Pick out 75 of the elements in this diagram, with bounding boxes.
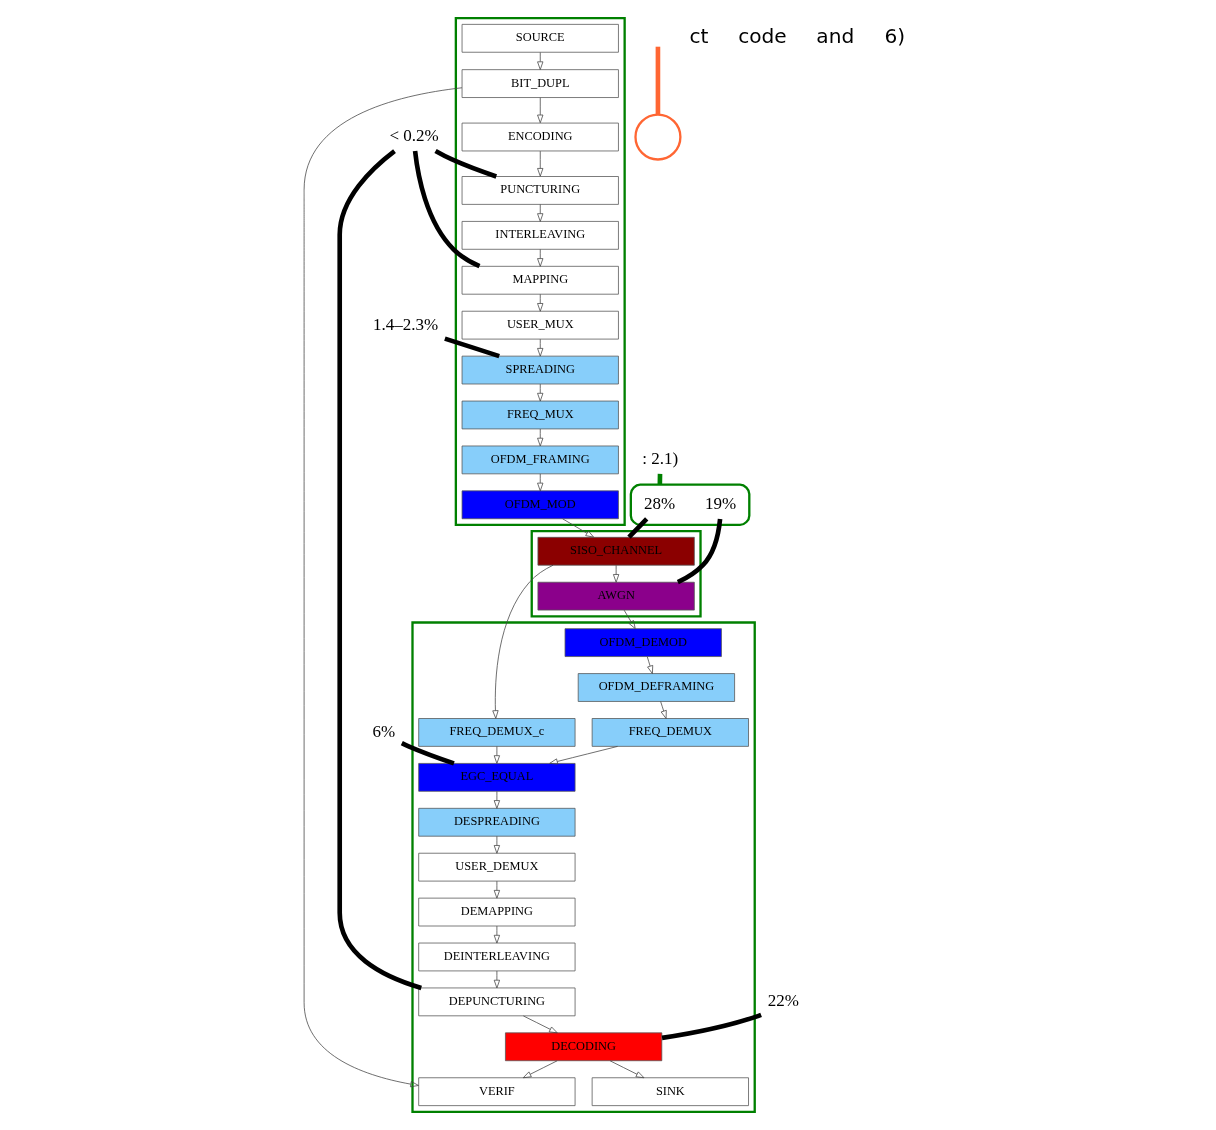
node-text: 22% bbox=[767, 991, 799, 1011]
node-text: < 0.2% bbox=[389, 126, 439, 146]
node-box: SOURCE bbox=[461, 23, 619, 53]
cluster bbox=[454, 17, 626, 527]
arrow bbox=[562, 518, 595, 538]
connector bbox=[655, 46, 661, 115]
arrow bbox=[623, 609, 636, 629]
node-box: SPREADING bbox=[461, 355, 619, 385]
connector bbox=[337, 149, 422, 991]
node-box: SISO_CHANNEL bbox=[537, 536, 695, 566]
arrow bbox=[537, 97, 544, 124]
node-box: ENCODING bbox=[461, 122, 619, 152]
node-box: PUNCTURING bbox=[461, 176, 619, 205]
node-box: USER_DEMUX bbox=[418, 852, 576, 882]
label: 6) bbox=[884, 24, 906, 49]
node-box: AWGN bbox=[537, 581, 695, 611]
node-box: DEPUNCTURING bbox=[418, 987, 576, 1017]
arrow bbox=[303, 87, 463, 1088]
arrow bbox=[537, 249, 544, 267]
node-text: : 2.1) bbox=[642, 449, 679, 469]
node-box: OFDM_FRAMING bbox=[461, 445, 619, 475]
arrow bbox=[537, 338, 544, 357]
node-box: OFDM_DEFRAMING bbox=[577, 673, 735, 702]
node-box: OFDM_MOD bbox=[461, 490, 619, 520]
arrow bbox=[646, 656, 654, 674]
node-box: FREQ_DEMUX_c bbox=[418, 718, 576, 747]
node-box: SINK bbox=[591, 1077, 749, 1107]
node-text: 28% bbox=[643, 494, 676, 514]
connector bbox=[661, 1012, 762, 1041]
node-box: DESPREADING bbox=[418, 807, 576, 837]
node-box: EGC_EQUAL bbox=[418, 763, 576, 792]
arrow bbox=[493, 835, 500, 854]
arrow bbox=[523, 1015, 558, 1034]
arrow bbox=[493, 746, 500, 764]
arrow bbox=[492, 564, 554, 719]
connector bbox=[434, 149, 498, 179]
arrow bbox=[549, 746, 618, 765]
arrow bbox=[537, 473, 544, 492]
node-box: INTERLEAVING bbox=[461, 221, 619, 250]
arrow bbox=[537, 52, 544, 70]
arrow bbox=[493, 925, 500, 944]
node-box: USER_MUX bbox=[461, 310, 619, 340]
arrow bbox=[493, 791, 500, 809]
connector bbox=[627, 517, 649, 539]
arrow bbox=[660, 701, 667, 719]
connector bbox=[657, 473, 663, 485]
node-box: BIT_DUPL bbox=[461, 69, 619, 98]
connector bbox=[412, 150, 481, 269]
node-text: 6% bbox=[372, 721, 396, 741]
connector bbox=[676, 518, 723, 585]
cluster bbox=[629, 483, 751, 527]
arrow bbox=[537, 204, 544, 222]
arrow bbox=[493, 880, 500, 899]
arrow bbox=[537, 150, 544, 177]
node-box: FREQ_DEMUX bbox=[591, 718, 749, 747]
node-box: DEINTERLEAVING bbox=[418, 942, 576, 972]
node-box: DECODING bbox=[505, 1032, 663, 1062]
node-text: 19% bbox=[705, 494, 737, 514]
node-box: OFDM_DEMOD bbox=[564, 628, 722, 657]
arrow bbox=[537, 383, 544, 402]
node-box: DEMAPPING bbox=[418, 897, 576, 927]
node-text: 1.4–2.3% bbox=[372, 314, 439, 334]
arrow bbox=[537, 428, 544, 447]
label: ct bbox=[689, 24, 709, 49]
arrow bbox=[522, 1060, 558, 1079]
arrow bbox=[609, 1060, 645, 1079]
node-circle bbox=[634, 113, 682, 161]
node-box: VERIF bbox=[418, 1077, 576, 1107]
label: and bbox=[816, 24, 855, 49]
arrow bbox=[493, 970, 500, 989]
node-box: FREQ_MUX bbox=[461, 400, 619, 430]
node-box: MAPPING bbox=[461, 265, 619, 295]
label: code bbox=[738, 24, 787, 49]
arrow bbox=[537, 293, 544, 312]
arrow bbox=[613, 564, 620, 583]
